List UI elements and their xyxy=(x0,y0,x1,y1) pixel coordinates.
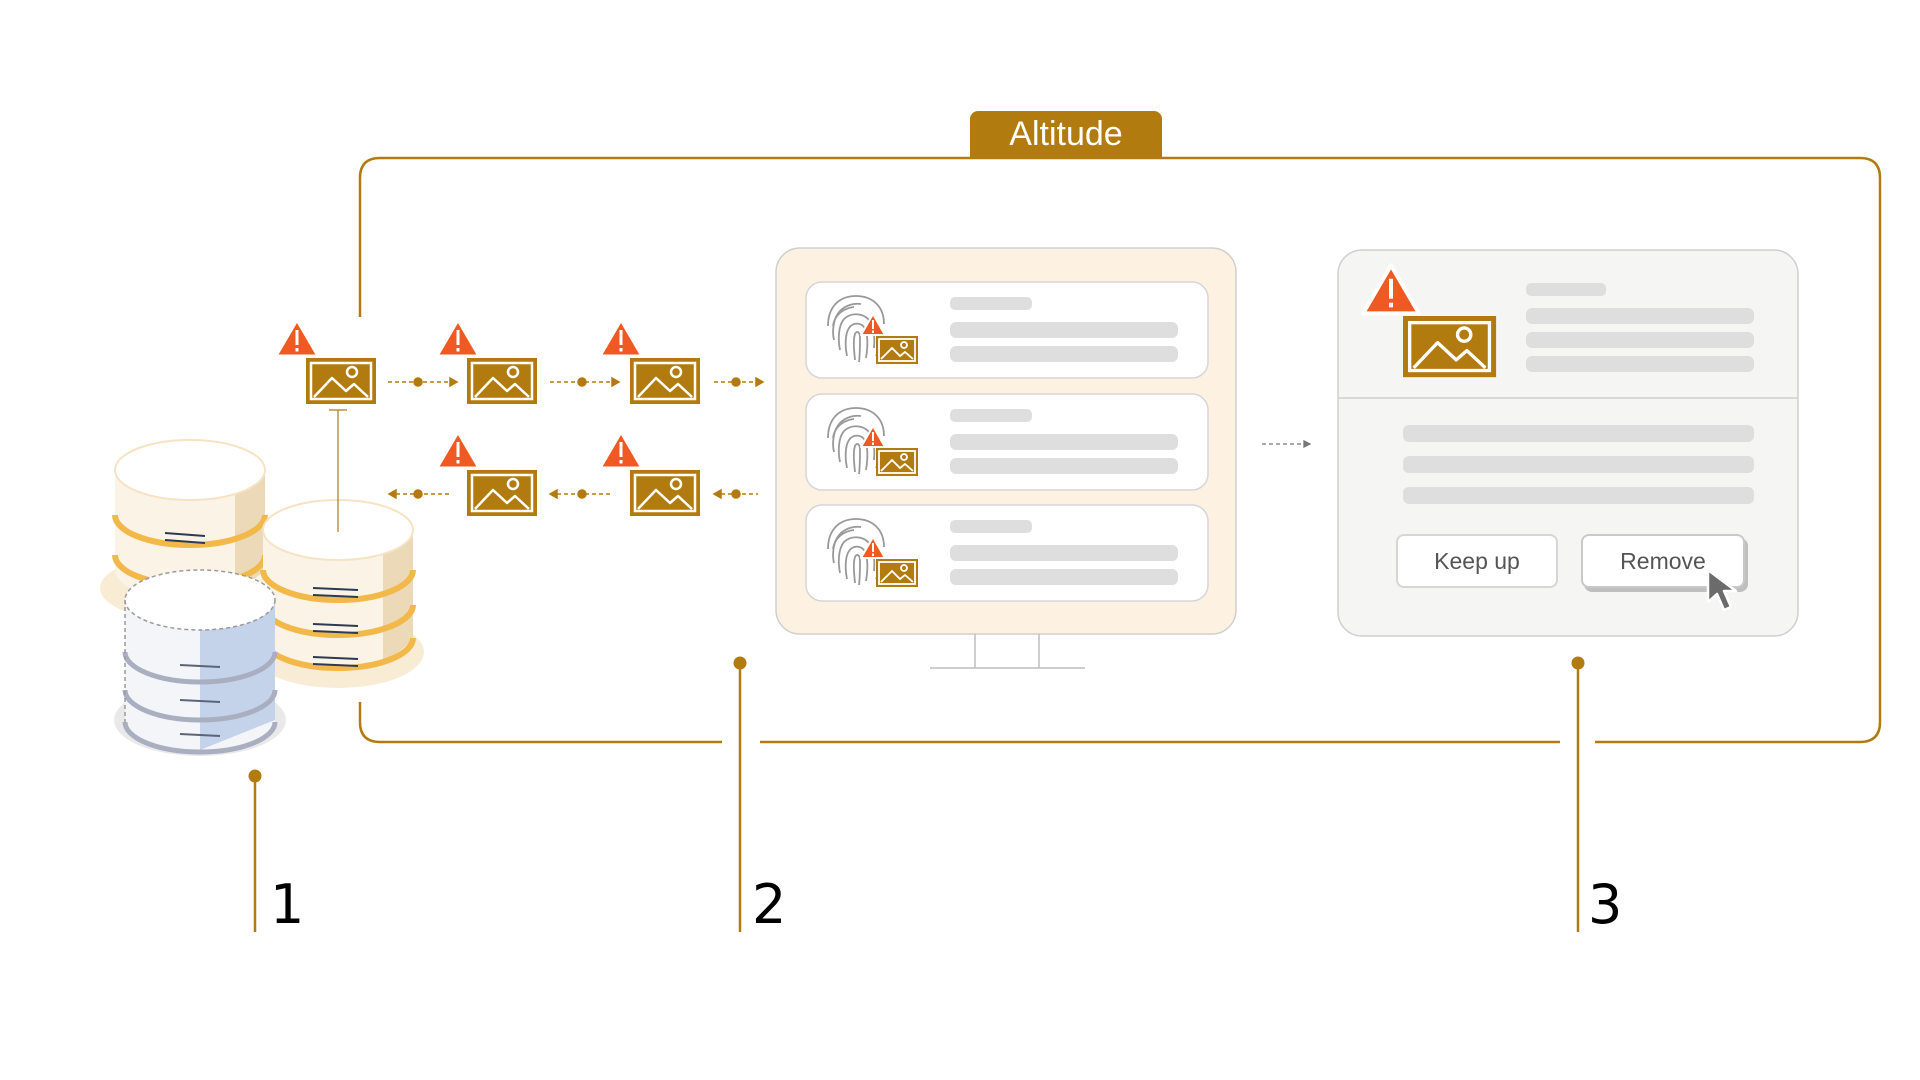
step-3-leader xyxy=(1571,656,1585,932)
flagged-image-icon xyxy=(598,430,702,518)
flow-arrows-forward xyxy=(388,376,765,388)
flagged-image-icon xyxy=(274,318,378,406)
review-queue-item xyxy=(805,281,1209,379)
altitude-frame-bottom-left xyxy=(358,702,722,744)
flagged-image-icon xyxy=(435,318,539,406)
database-icon xyxy=(252,499,424,688)
step-number-3: 3 xyxy=(1588,873,1623,936)
review-queue-item xyxy=(805,504,1209,602)
flagged-image-icon xyxy=(435,430,539,518)
altitude-label: Altitude xyxy=(970,111,1162,158)
altitude-frame xyxy=(358,156,1882,744)
review-queue-item xyxy=(805,393,1209,491)
mouse-pointer-icon xyxy=(1706,568,1738,612)
flow-arrows-return xyxy=(387,488,758,500)
flagged-image-icon xyxy=(598,318,702,406)
step-2-leader xyxy=(733,656,747,932)
step-1-leader xyxy=(248,769,262,932)
step-number-1: 1 xyxy=(270,873,305,936)
keep-up-button[interactable]: Keep up xyxy=(1396,534,1558,588)
database-icon xyxy=(114,569,286,756)
step-number-2: 2 xyxy=(752,873,787,936)
flow-arrow-to-review xyxy=(1262,439,1312,449)
